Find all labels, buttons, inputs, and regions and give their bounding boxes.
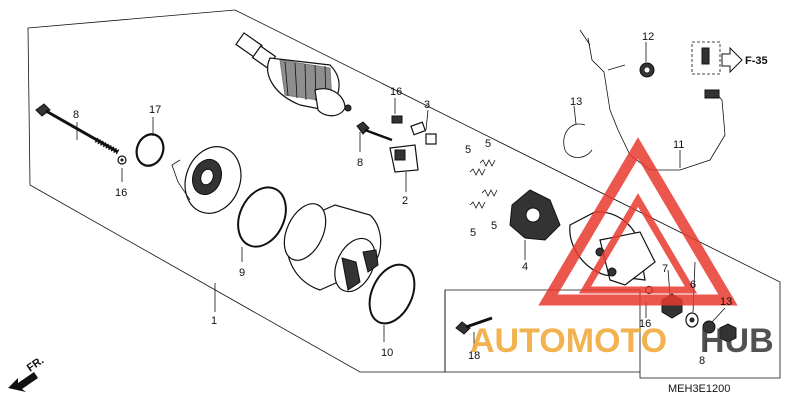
front-direction-indicator: FR. [8, 354, 46, 392]
callout-5-c: 5 [470, 227, 476, 239]
washer-part-16[interactable] [117, 155, 127, 165]
rear-cover[interactable] [171, 139, 250, 221]
bolt-part-6[interactable] [35, 103, 120, 155]
callout-12: 11 [673, 139, 684, 151]
brush-holder-part-2[interactable] [389, 144, 419, 173]
callout-17: 16 [390, 86, 402, 98]
direction-label: FR. [25, 354, 46, 374]
cable-clip-part-14[interactable] [563, 123, 593, 158]
starter-cable-part-12[interactable] [579, 29, 726, 171]
watermark-text-b: HUB [700, 322, 774, 360]
o-ring-part-15[interactable] [132, 131, 167, 170]
o-ring-part-8-front[interactable] [361, 257, 423, 330]
spring-part-5-d[interactable] [481, 189, 498, 197]
spring-part-5-a[interactable] [469, 168, 486, 176]
callout-7: 8 [357, 157, 363, 169]
callout-9: 6 [690, 279, 696, 291]
spring-part-5-c[interactable] [469, 201, 486, 209]
callout-2: 2 [402, 195, 408, 207]
callout-6: 8 [73, 109, 79, 121]
callout-5-d: 5 [491, 220, 497, 232]
diagram-code: MEH3E1200 [668, 383, 730, 395]
watermark-logo: AUTOMOTO HUB [470, 137, 774, 360]
callout-10: 7 [662, 263, 668, 275]
callout-18: 18 [468, 350, 480, 362]
callout-11: 8 [699, 355, 705, 367]
callout-8-a: 9 [239, 267, 245, 279]
callout-14: 13 [570, 96, 582, 108]
reference-box [691, 41, 743, 75]
bolt-part-7[interactable] [356, 121, 393, 142]
bolt-part-18[interactable] [455, 316, 493, 335]
cap-part-13-bottom[interactable] [702, 320, 716, 334]
callout-5-a: 5 [465, 144, 471, 156]
washer-part-9[interactable] [685, 312, 699, 328]
callout-4: 4 [522, 261, 528, 273]
spring-part-5-b[interactable] [479, 159, 496, 167]
brush-holder-part-4[interactable] [509, 189, 561, 241]
nut-part-11[interactable] [719, 323, 737, 343]
grommet-part-13-top[interactable] [639, 62, 655, 78]
watermark-text-a: AUTOMOTO [470, 322, 667, 360]
callout-13-b: 13 [720, 296, 732, 308]
reference-tag: F-35 [745, 55, 768, 67]
brush-part-3[interactable] [410, 121, 437, 145]
bolt-part-17[interactable] [391, 115, 403, 124]
callout-13-a: 12 [642, 31, 654, 43]
subassembly-outline [444, 290, 640, 373]
callout-3: 3 [424, 99, 430, 111]
callout-5-b: 5 [485, 138, 491, 150]
callout-16-a: 16 [115, 187, 127, 199]
callout-1: 1 [211, 315, 217, 327]
callout-8-b: 10 [381, 347, 393, 359]
callout-16-b: 16 [639, 318, 651, 330]
armature[interactable] [235, 32, 352, 117]
callout-15: 17 [149, 104, 161, 116]
callout-labels: 17 8 16 9 1 10 8 16 3 2 5 5 5 5 4 13 12 … [73, 31, 732, 367]
o-ring-part-8-rear[interactable] [229, 180, 295, 255]
yoke-housing[interactable] [276, 197, 383, 298]
